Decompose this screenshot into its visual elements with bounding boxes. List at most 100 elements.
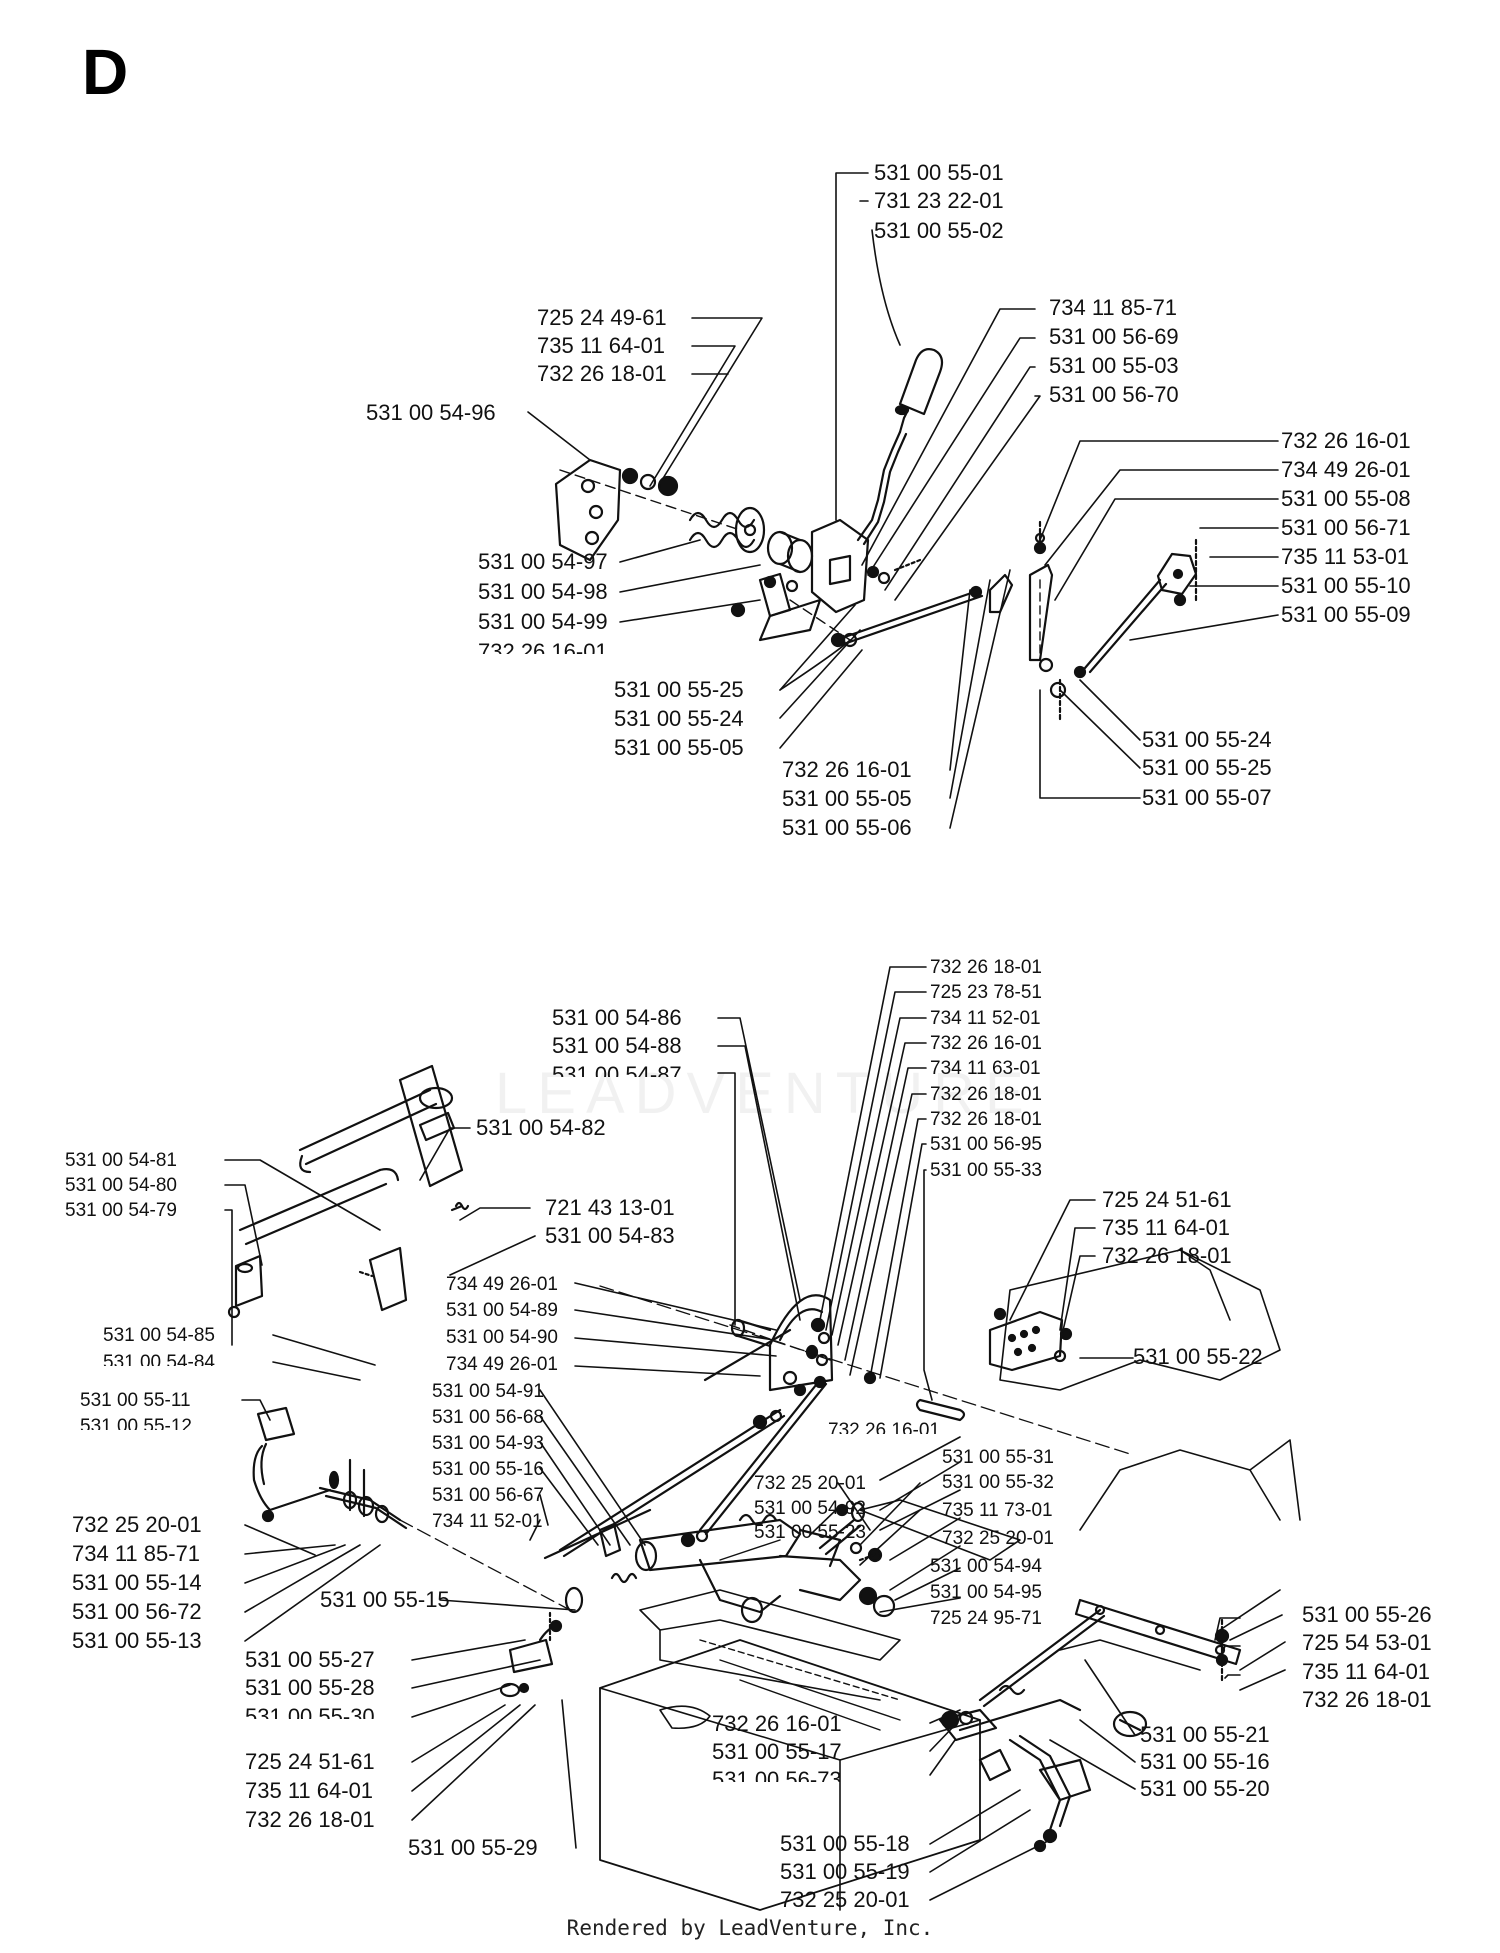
part-number-label: 531 00 55-30 [245, 1705, 375, 1719]
part-number-label: 732 26 18-01 [930, 957, 1042, 978]
part-number-label: 734 11 85-71 [1049, 295, 1178, 320]
part-number-label: 531 00 55-17 [712, 1739, 842, 1764]
part-number-label: 732 26 16-01 [782, 757, 912, 782]
part-number-label: 531 00 54-91 [432, 1381, 544, 1402]
lower-leader-lines [224, 966, 1286, 1901]
part-number-label: 732 25 20-01 [780, 1887, 910, 1912]
part-number-label: 734 11 63-01 [930, 1058, 1041, 1079]
part-number-label: 531 00 55-23 [754, 1522, 866, 1543]
part-number-label: 732 26 16-01 [828, 1420, 940, 1434]
part-number-label: 531 00 54-84 [103, 1352, 215, 1366]
upper-parts [554, 348, 1198, 722]
lower-parts [227, 1064, 1301, 1911]
part-number-label: 732 26 18-01 [930, 1109, 1042, 1130]
part-number-label: 531 00 55-24 [1142, 727, 1272, 752]
part-number-label: 725 24 51-61 [1102, 1187, 1232, 1212]
part-number-label: 531 00 54-93 [432, 1433, 544, 1454]
part-number-label: 531 00 55-08 [1281, 486, 1411, 511]
part-number-label: 734 49 26-01 [446, 1354, 558, 1375]
part-number-label: 734 11 52-01 [432, 1511, 543, 1532]
part-number-label: 531 00 55-27 [245, 1647, 375, 1672]
part-number-label: 531 00 54-82 [476, 1115, 606, 1140]
part-number-label: 531 00 55-14 [72, 1570, 202, 1595]
part-number-label: 531 00 56-68 [432, 1407, 544, 1428]
part-number-label: 732 25 20-01 [754, 1473, 866, 1494]
part-number-label: 531 00 54-85 [103, 1325, 215, 1346]
part-number-label: 531 00 54-89 [446, 1300, 558, 1321]
part-number-label: 531 00 54-94 [930, 1556, 1042, 1577]
part-number-label: 735 11 64-01 [245, 1778, 374, 1803]
part-number-label: 531 00 54-86 [552, 1005, 682, 1030]
part-number-label: 732 25 20-01 [72, 1512, 202, 1537]
part-number-label: 734 11 52-01 [930, 1008, 1041, 1029]
part-number-label: 734 49 26-01 [446, 1274, 558, 1295]
part-number-label: 732 26 18-01 [245, 1807, 375, 1832]
part-number-label: 531 00 55-10 [1281, 573, 1411, 598]
part-number-label: 531 00 55-18 [780, 1831, 910, 1856]
part-number-label: 531 00 54-81 [65, 1150, 177, 1171]
part-number-label: 531 00 54-95 [930, 1582, 1042, 1603]
part-number-label: 732 26 18-01 [1302, 1687, 1432, 1712]
part-number-label: 735 11 53-01 [1281, 544, 1410, 569]
part-number-label: 531 00 55-07 [1142, 785, 1272, 810]
part-number-label: 731 23 22-01 [874, 188, 1004, 213]
part-number-label: 735 11 64-01 [1302, 1659, 1431, 1684]
part-number-label: 531 00 54-97 [478, 549, 608, 574]
part-number-label: 531 00 55-29 [408, 1835, 538, 1860]
footer-credit: Rendered by LeadVenture, Inc. [566, 1916, 934, 1940]
section-letter: D [82, 36, 129, 108]
part-number-label: 725 54 53-01 [1302, 1630, 1432, 1655]
part-number-label: 531 00 55-25 [1142, 755, 1272, 780]
part-number-label: 725 24 49-61 [537, 305, 667, 330]
part-number-label: 531 00 55-11 [80, 1390, 191, 1411]
part-number-label: 531 00 54-88 [552, 1033, 682, 1058]
part-number-label: 531 00 55-24 [614, 706, 744, 731]
part-number-label: 734 11 85-71 [72, 1541, 201, 1566]
part-number-label: 531 00 55-05 [782, 786, 912, 811]
part-number-label: 531 00 56-95 [930, 1134, 1042, 1155]
part-number-label: 531 00 55-26 [1302, 1602, 1432, 1627]
part-number-label: 531 00 56-71 [1281, 515, 1411, 540]
part-number-label: 531 00 55-22 [1133, 1344, 1263, 1369]
part-number-label: 735 11 64-01 [1102, 1215, 1231, 1240]
part-number-label: 732 26 18-01 [537, 361, 667, 386]
part-number-label: 531 00 54-90 [446, 1327, 558, 1348]
part-number-label: 721 43 13-01 [545, 1195, 675, 1220]
part-number-label: 531 00 54-92 [754, 1498, 866, 1519]
part-number-label: 531 00 55-12 [80, 1416, 192, 1430]
part-number-label: 531 00 55-01 [874, 160, 1004, 185]
part-number-label: 531 00 55-06 [782, 815, 912, 840]
part-number-label: 735 11 73-01 [942, 1500, 1053, 1521]
part-number-label: 531 00 55-28 [245, 1675, 375, 1700]
part-number-label: 531 00 54-96 [366, 400, 496, 425]
part-number-label: 725 24 95-71 [930, 1608, 1042, 1629]
part-number-label: 531 00 56-70 [1049, 382, 1179, 407]
part-number-label: 531 00 55-19 [780, 1859, 910, 1884]
part-number-label: 531 00 54-87 [552, 1063, 682, 1077]
part-number-label: 732 26 18-01 [1102, 1243, 1232, 1268]
part-number-label: 531 00 56-67 [432, 1485, 544, 1506]
part-number-label: 732 26 16-01 [478, 640, 608, 654]
part-number-label: 531 00 55-02 [874, 218, 1004, 243]
part-number-label: 531 00 55-13 [72, 1628, 202, 1653]
part-number-label: 725 23 78-51 [930, 982, 1042, 1003]
part-number-label: 732 26 16-01 [712, 1711, 842, 1736]
part-number-label: 531 00 54-80 [65, 1175, 177, 1196]
part-number-label: 531 00 56-69 [1049, 324, 1179, 349]
part-number-label: 531 00 55-03 [1049, 353, 1179, 378]
part-number-label: 734 49 26-01 [1281, 457, 1411, 482]
part-number-label: 531 00 55-20 [1140, 1776, 1270, 1801]
upper-leader-lines [527, 172, 1279, 829]
part-number-label: 531 00 56-73 [712, 1768, 842, 1782]
part-number-label: 531 00 55-32 [942, 1472, 1054, 1493]
part-number-label: 725 24 51-61 [245, 1749, 375, 1774]
part-number-label: 531 00 55-31 [942, 1447, 1054, 1468]
part-number-label: 732 26 16-01 [1281, 428, 1411, 453]
part-number-label: 531 00 55-21 [1140, 1722, 1270, 1747]
part-number-label: 531 00 54-99 [478, 609, 608, 634]
part-number-label: 732 25 20-01 [942, 1528, 1054, 1549]
part-number-label: 531 00 54-83 [545, 1223, 675, 1248]
part-number-label: 732 26 18-01 [930, 1084, 1042, 1105]
part-number-label: 735 11 64-01 [537, 333, 666, 358]
